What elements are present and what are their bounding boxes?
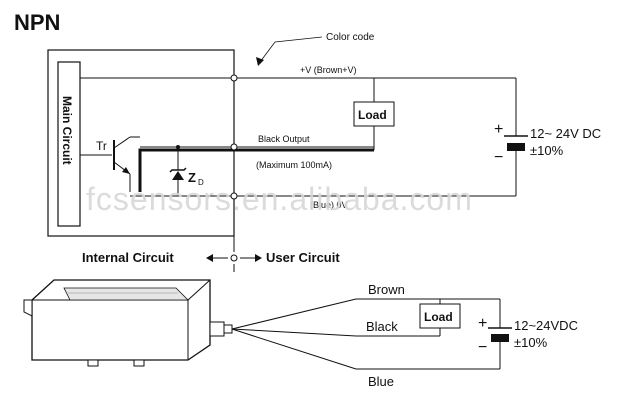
supply-minus: − <box>494 149 503 166</box>
main-circuit-label: Main Circuit <box>60 96 74 165</box>
black-label: Black <box>366 319 398 334</box>
sensor-amplifier-drawing <box>23 279 233 367</box>
terminal-brown <box>230 74 238 82</box>
zener-subscript: D <box>198 178 204 187</box>
supply-tolerance: ±10% <box>530 143 564 158</box>
internal-circuit-label: Internal Circuit <box>82 250 174 265</box>
blue-label: Blue <box>368 374 394 389</box>
zener-symbol <box>172 171 184 180</box>
supply2-plus: + <box>478 315 487 332</box>
internal-arrowhead <box>206 254 213 262</box>
main-circuit-box <box>57 61 81 227</box>
supply-plate-short <box>507 143 525 151</box>
user-arrowhead <box>255 254 262 262</box>
internal-circuit-frame <box>47 49 235 237</box>
diagram-title: NPN <box>14 10 60 35</box>
user-circuit-label: User Circuit <box>266 250 340 265</box>
boundary-point <box>230 254 238 262</box>
output-current-path <box>138 148 374 192</box>
emitter-arrow <box>122 167 130 174</box>
cable-to-brown <box>231 298 357 330</box>
black-output-label: Black Output <box>258 134 310 144</box>
load-label: Load <box>358 108 387 122</box>
supply2-voltage: 12~24VDC <box>514 318 578 333</box>
blue-0v-label: (Blue) 0V <box>310 200 348 210</box>
supply2-minus: − <box>478 339 487 356</box>
plus-v-label: +V (Brown+V) <box>300 65 357 75</box>
terminal-black <box>230 143 238 151</box>
color-code-label: Color code <box>326 32 375 43</box>
color-code-pointer <box>259 36 323 63</box>
watermark: fcsensors.en.alibaba.com <box>86 181 473 217</box>
load2-label: Load <box>424 310 453 324</box>
transistor-label: Tr <box>96 139 107 153</box>
supply-plus: + <box>494 121 503 138</box>
supply-voltage: 12~ 24V DC <box>530 126 601 141</box>
cable-to-black <box>231 328 357 337</box>
cable-to-blue <box>231 328 357 370</box>
max-current-label: (Maximum 100mA) <box>256 160 332 170</box>
terminal-blue <box>230 192 238 200</box>
supply2-plate-short <box>491 334 509 342</box>
brown-label: Brown <box>368 282 405 297</box>
supply2-tolerance: ±10% <box>514 335 548 350</box>
load2-box <box>419 303 461 329</box>
transistor-collector <box>113 136 131 149</box>
zener-label: Z <box>188 170 196 185</box>
color-code-arrowhead <box>256 57 264 66</box>
junction-dot-top <box>176 145 180 149</box>
zener-bar <box>169 167 187 173</box>
